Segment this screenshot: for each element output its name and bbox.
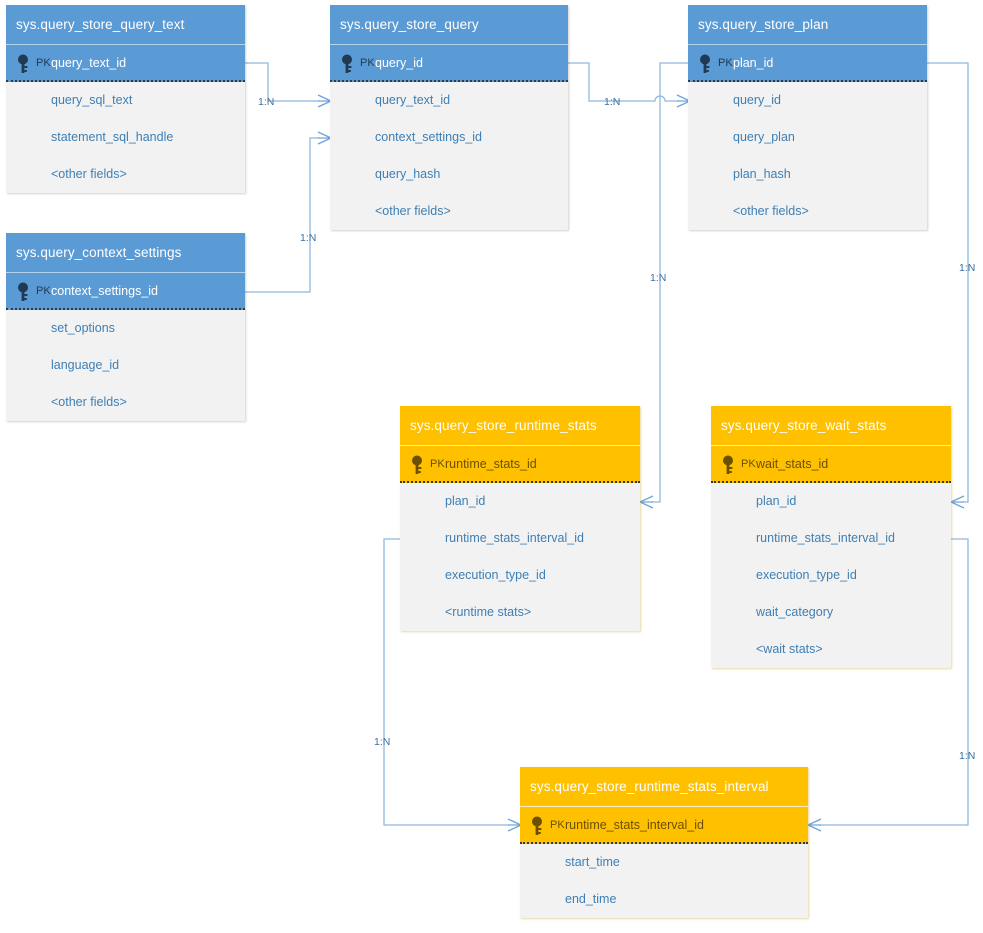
field-row: <other fields> — [51, 395, 127, 409]
entity-table-wait-stats[interactable]: sys.query_store_wait_stats PK wait_stats… — [711, 406, 951, 668]
primary-key-row: PK runtime_stats_interval_id — [520, 807, 808, 844]
field-row: query_plan — [733, 130, 795, 144]
field-row: query_text_id — [375, 93, 451, 107]
table-title: sys.query_store_query_text — [6, 5, 245, 45]
cardinality-label-r2: 1:N — [300, 232, 316, 244]
field-row: context_settings_id — [375, 130, 483, 144]
field-list: query_id query_plan plan_hash <other fie… — [688, 82, 927, 230]
field-row: start_time — [565, 855, 620, 869]
primary-key-row: PK context_settings_id — [6, 273, 245, 310]
relationship-line-r4 — [652, 62, 688, 503]
pk-label: PK — [36, 285, 51, 297]
cardinality-label-r1: 1:N — [258, 96, 274, 108]
pk-label: PK — [430, 458, 445, 470]
key-icon — [530, 816, 546, 836]
field-row: language_id — [51, 358, 120, 372]
field-list: start_time end_time — [520, 844, 808, 918]
entity-table-query[interactable]: sys.query_store_query PK query_id query_… — [330, 5, 568, 230]
field-row: runtime_stats_interval_id — [756, 531, 895, 545]
pk-field-name: runtime_stats_id — [445, 457, 537, 471]
table-title: sys.query_store_wait_stats — [711, 406, 951, 446]
field-list: set_options language_id <other fields> — [6, 310, 245, 421]
relationship-line-r2 — [245, 137, 319, 293]
field-row: execution_type_id — [445, 568, 546, 582]
field-row: execution_type_id — [756, 568, 857, 582]
crowfoot-r7 — [807, 818, 822, 832]
pk-label: PK — [36, 57, 51, 69]
field-row: plan_id — [756, 494, 797, 508]
cardinality-label-r5: 1:N — [959, 262, 975, 274]
field-list: plan_id runtime_stats_interval_id execut… — [711, 483, 951, 668]
field-row: runtime_stats_interval_id — [445, 531, 584, 545]
field-list: plan_id runtime_stats_interval_id execut… — [400, 483, 640, 631]
table-title: sys.query_store_runtime_stats — [400, 406, 640, 446]
field-row: <other fields> — [733, 204, 809, 218]
key-icon — [721, 455, 737, 475]
pk-field-name: wait_stats_id — [756, 457, 829, 471]
cardinality-label-r7: 1:N — [959, 750, 975, 762]
entity-table-query-text[interactable]: sys.query_store_query_text PK query_text… — [6, 5, 245, 193]
field-list: query_text_id context_settings_id query_… — [330, 82, 568, 230]
cardinality-label-r6: 1:N — [374, 736, 390, 748]
relationship-line-r1 — [245, 62, 319, 102]
field-row: query_sql_text — [51, 93, 133, 107]
cardinality-label-r4: 1:N — [650, 272, 666, 284]
primary-key-row: PK query_id — [330, 45, 568, 82]
primary-key-row: PK plan_id — [688, 45, 927, 82]
field-row: end_time — [565, 892, 617, 906]
field-row: query_id — [733, 93, 781, 107]
key-icon — [698, 54, 714, 74]
crowfoot-r4 — [639, 495, 654, 509]
cardinality-label-r3: 1:N — [604, 96, 620, 108]
field-row: plan_hash — [733, 167, 791, 181]
key-icon — [410, 455, 426, 475]
field-row: <runtime stats> — [445, 605, 532, 619]
pk-field-name: runtime_stats_interval_id — [565, 818, 704, 832]
pk-label: PK — [360, 57, 375, 69]
field-row: plan_id — [445, 494, 486, 508]
table-title: sys.query_store_runtime_stats_interval — [520, 767, 808, 807]
relationship-line-r3 — [568, 62, 678, 102]
key-icon — [340, 54, 356, 74]
pk-label: PK — [718, 57, 733, 69]
table-title: sys.query_store_query — [330, 5, 568, 45]
pk-field-name: plan_id — [733, 56, 774, 70]
pk-field-name: query_text_id — [51, 56, 127, 70]
field-row: wait_category — [756, 605, 834, 619]
key-icon — [16, 54, 32, 74]
pk-field-name: context_settings_id — [51, 284, 159, 298]
field-list: query_sql_text statement_sql_handle <oth… — [6, 82, 245, 193]
field-row: statement_sql_handle — [51, 130, 174, 144]
entity-table-runtime-stats-interval[interactable]: sys.query_store_runtime_stats_interval P… — [520, 767, 808, 918]
pk-field-name: query_id — [375, 56, 423, 70]
table-title: sys.query_store_plan — [688, 5, 927, 45]
field-row: <wait stats> — [756, 642, 823, 656]
primary-key-row: PK wait_stats_id — [711, 446, 951, 483]
entity-table-plan[interactable]: sys.query_store_plan PK plan_id query_id… — [688, 5, 927, 230]
primary-key-row: PK runtime_stats_id — [400, 446, 640, 483]
crowfoot-r5 — [950, 495, 965, 509]
entity-table-runtime-stats[interactable]: sys.query_store_runtime_stats PK runtime… — [400, 406, 640, 631]
field-row: set_options — [51, 321, 115, 335]
table-title: sys.query_context_settings — [6, 233, 245, 273]
pk-label: PK — [550, 819, 565, 831]
field-row: query_hash — [375, 167, 441, 181]
key-icon — [16, 282, 32, 302]
field-row: <other fields> — [375, 204, 451, 218]
primary-key-row: PK query_text_id — [6, 45, 245, 82]
pk-label: PK — [741, 458, 756, 470]
entity-table-context-settings[interactable]: sys.query_context_settings PK context_se… — [6, 233, 245, 421]
field-row: <other fields> — [51, 167, 127, 181]
